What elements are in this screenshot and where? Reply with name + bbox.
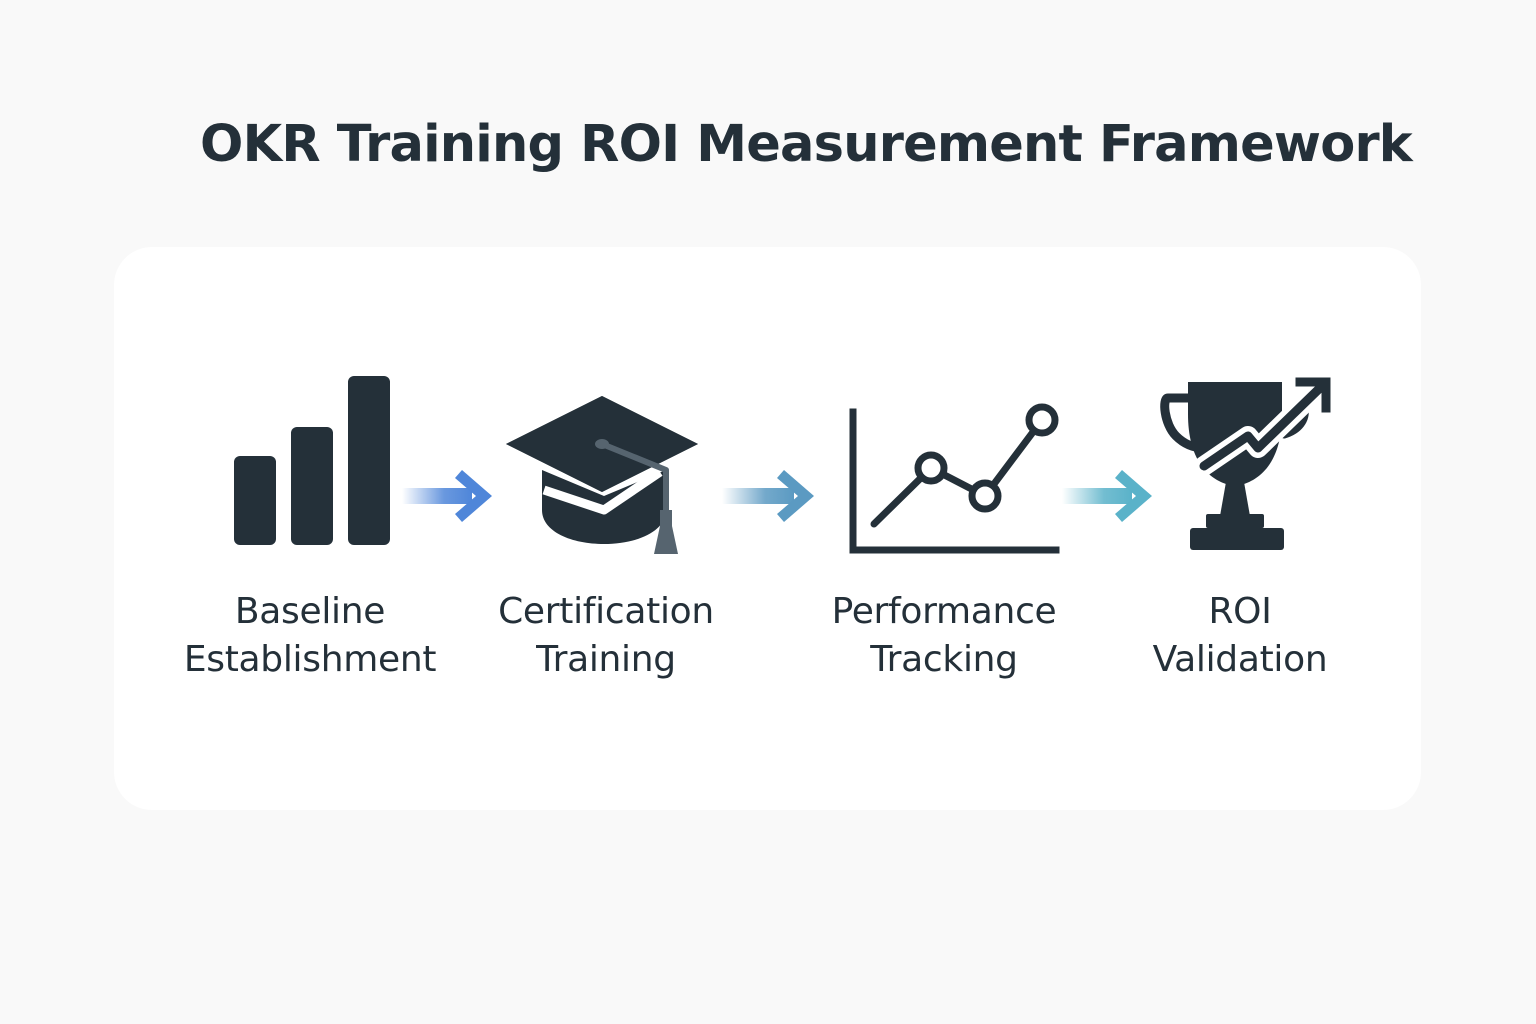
step-label-line: Performance [831, 591, 1057, 632]
step-label-line: Establishment [183, 639, 437, 680]
arrow-icon [722, 470, 814, 522]
arrow-icon [402, 470, 492, 522]
step-label-line: Certification [498, 591, 714, 632]
step-label-line: Training [536, 639, 676, 680]
step-label-line: Validation [1152, 639, 1328, 680]
line-chart-icon [849, 403, 1060, 554]
arrow-icon [1062, 470, 1152, 522]
page-title: OKR Training ROI Measurement Framework [200, 115, 1413, 174]
step-label-line: Baseline [234, 591, 386, 632]
step-label-performance: Performance Tracking [774, 588, 1114, 684]
step-label-roi: ROI Validation [1070, 588, 1410, 684]
step-label-line: Tracking [870, 639, 1018, 680]
step-label-certification: Certification Training [436, 588, 776, 684]
step-label-baseline: Baseline Establishment [140, 588, 480, 684]
step-label-line: ROI [1208, 591, 1272, 632]
bar-chart-icon [234, 376, 390, 545]
trophy-icon [1160, 376, 1332, 550]
graduation-cap-icon [506, 396, 698, 554]
